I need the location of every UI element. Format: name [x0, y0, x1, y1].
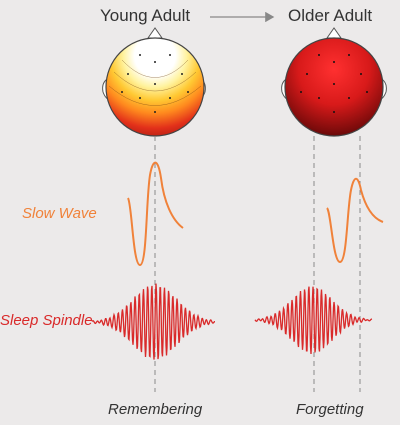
older-sleep-spindle [254, 286, 373, 355]
guide-lines [154, 136, 361, 392]
older-slow-wave [326, 177, 384, 264]
remembering-label: Remembering [108, 401, 203, 418]
older-adult-head-map [281, 27, 387, 137]
older-adult-title: Older Adult [288, 6, 373, 25]
slow-wave-label: Slow Wave [22, 205, 97, 222]
forgetting-label: Forgetting [296, 401, 364, 418]
young-sleep-spindle [91, 283, 215, 360]
young-adult-head-map [102, 27, 206, 137]
sleep-spindle-label: Sleep Spindle [0, 312, 93, 329]
young-slow-wave [127, 161, 184, 267]
young-adult-title: Young Adult [100, 6, 191, 25]
